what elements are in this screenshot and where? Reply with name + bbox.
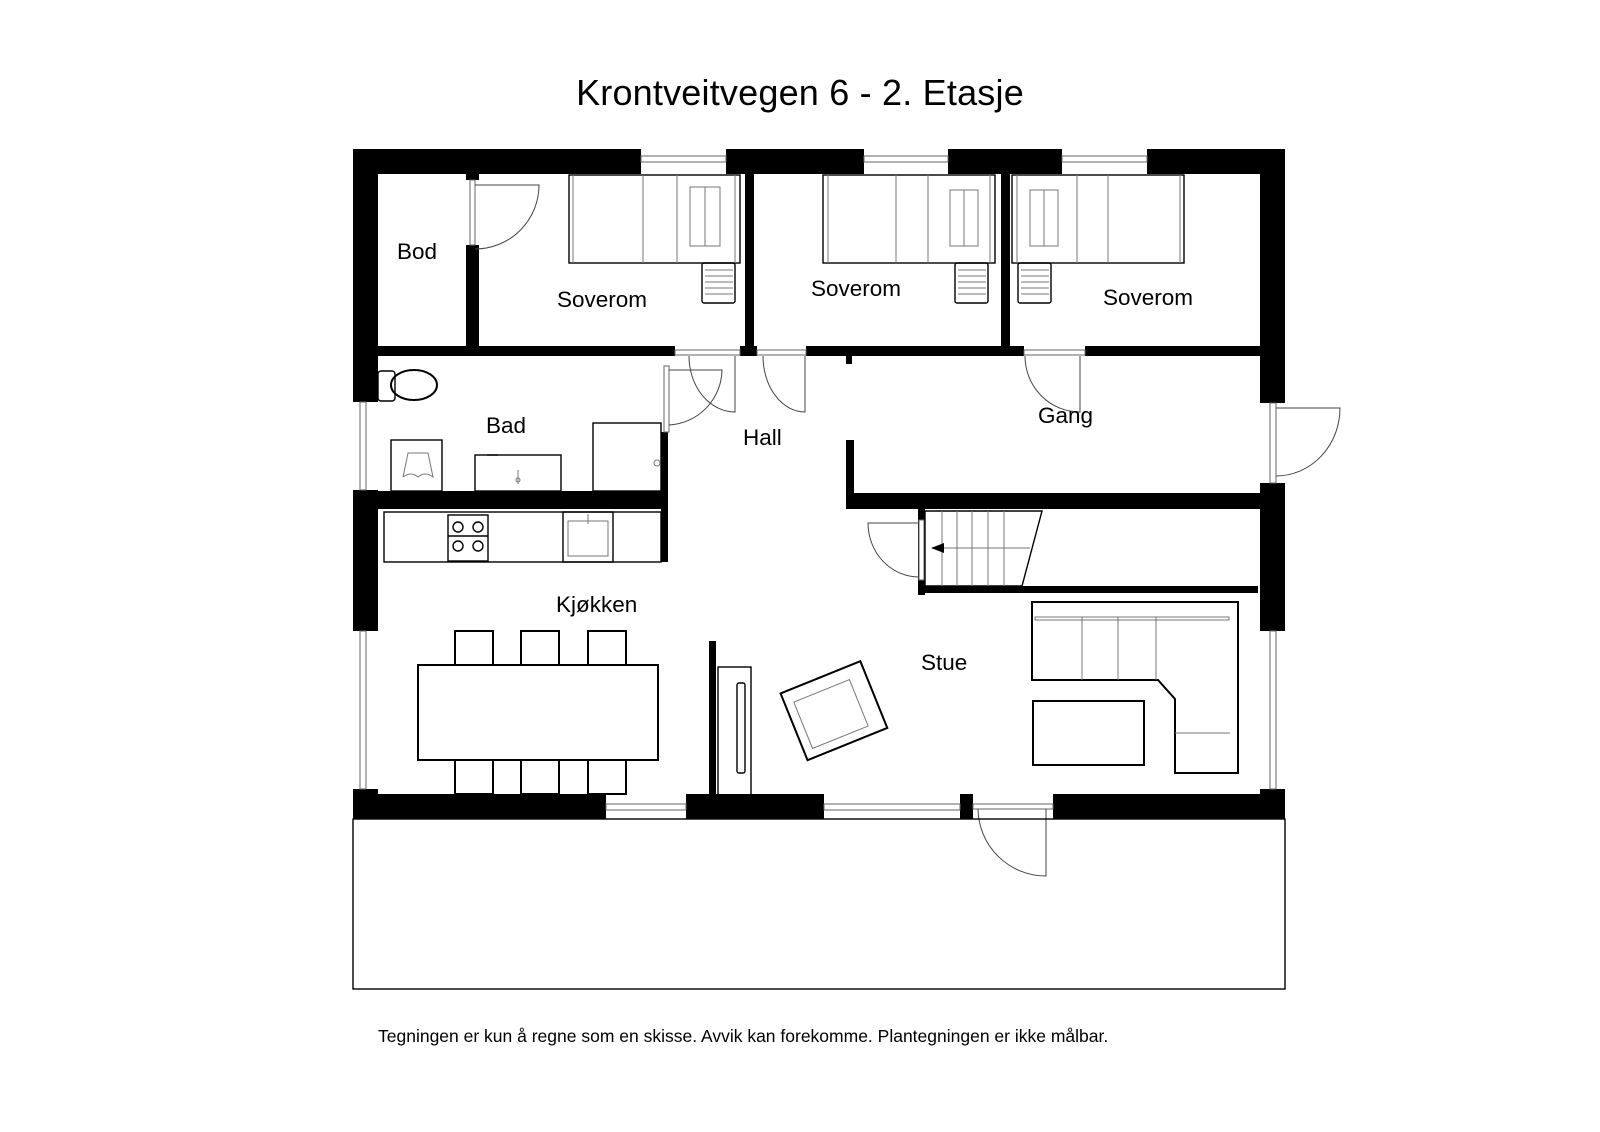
room-label-soverom-1: Soverom (557, 287, 647, 312)
room-label-hall: Hall (743, 425, 782, 450)
room-label-gang: Gang (1038, 403, 1093, 428)
page-title: Krontveitvegen 6 - 2. Etasje (576, 72, 1024, 113)
armchair (779, 659, 889, 762)
corner-sofa (1031, 601, 1239, 774)
bunk-bed-2 (822, 174, 996, 304)
exterior-walls (353, 149, 1285, 819)
dining-table (417, 630, 659, 795)
disclaimer-text: Tegningen er kun å regne som en skisse. … (378, 1026, 1109, 1046)
staircase (924, 510, 1043, 587)
room-label-bod: Bod (397, 239, 437, 264)
room-label-soverom-2: Soverom (811, 276, 901, 301)
washing-machine (390, 439, 443, 492)
room-label-bad: Bad (486, 413, 526, 438)
bunk-bed-3 (1011, 174, 1185, 304)
doors (469, 179, 1341, 877)
interior-walls (378, 172, 1260, 794)
kitchen-counter (383, 511, 662, 563)
bathroom-sink-cabinet (474, 454, 562, 492)
windows (359, 155, 1277, 811)
shower (592, 422, 662, 492)
room-label-soverom-3: Soverom (1103, 285, 1193, 310)
tv-unit (717, 666, 752, 796)
balcony (352, 818, 1286, 990)
room-label-kjokken: Kjøkken (556, 592, 637, 617)
bunk-bed-1 (568, 174, 741, 304)
toilet (377, 369, 438, 402)
room-label-stue: Stue (921, 650, 967, 675)
coffee-table (1032, 700, 1145, 766)
